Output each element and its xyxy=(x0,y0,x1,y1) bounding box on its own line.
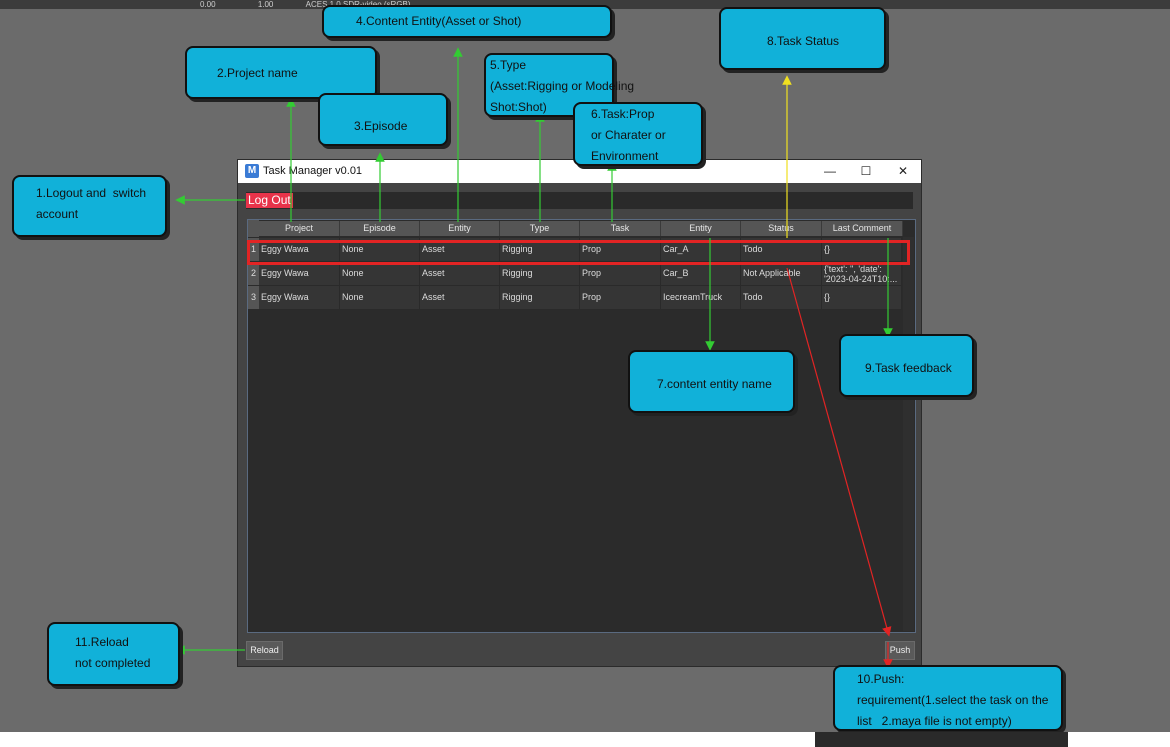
cell-entity-name[interactable]: IcecreamTruck xyxy=(661,286,741,309)
callout-reload: 11.Reload not completed xyxy=(47,622,180,686)
reload-button[interactable]: Reload xyxy=(246,641,283,660)
toolbar-value: 1.00 xyxy=(257,0,274,9)
cell-type[interactable]: Rigging xyxy=(500,238,580,261)
header-entity[interactable]: Entity xyxy=(420,221,500,236)
callout-entity-name: 7.content entity name xyxy=(628,350,795,413)
cell-last-comment[interactable]: {} xyxy=(822,238,902,261)
callout-task-text: 6.Task:Prop or Charater or Environment xyxy=(591,107,666,163)
arrow-push-a xyxy=(786,267,892,637)
callout-task-status-text: 8.Task Status xyxy=(767,34,840,48)
cell-entity[interactable]: Asset xyxy=(420,262,500,285)
header-last-comment[interactable]: Last Comment xyxy=(822,221,903,236)
header-task[interactable]: Task xyxy=(580,221,661,236)
cell-last-comment[interactable]: {'text': '', 'date': '2023-04-24T10:... xyxy=(822,262,902,285)
cell-task[interactable]: Prop xyxy=(580,286,661,309)
task-table[interactable]: Project Episode Entity Type Task Entity … xyxy=(247,219,916,633)
cell-project[interactable]: Eggy Wawa xyxy=(259,238,340,261)
color-space-label: ACES 1.0 SDR-video (sRGB) xyxy=(305,0,411,9)
cell-episode[interactable]: None xyxy=(340,238,420,261)
cell-type[interactable]: Rigging xyxy=(500,262,580,285)
callout-reload-text: 11.Reload not completed xyxy=(75,635,151,670)
window-title: Task Manager v0.01 xyxy=(263,165,363,177)
cell-status[interactable]: Todo xyxy=(741,286,822,309)
push-button[interactable]: Push xyxy=(885,641,915,660)
callout-logout-text: 1.Logout and switch account xyxy=(36,186,147,221)
toolbar-value: 0.00 xyxy=(200,0,216,9)
cell-task[interactable]: Prop xyxy=(580,238,661,261)
cell-episode[interactable]: None xyxy=(340,262,420,285)
header-type[interactable]: Type xyxy=(500,221,580,236)
callout-content-entity: 4.Content Entity(Asset or Shot) xyxy=(322,5,612,38)
cell-last-comment[interactable]: {} xyxy=(822,286,902,309)
minimize-button[interactable]: — xyxy=(824,164,836,178)
callout-content-entity-text: 4.Content Entity(Asset or Shot) xyxy=(356,14,522,28)
app-icon: M xyxy=(245,164,259,178)
row-number[interactable]: 2 xyxy=(248,262,259,285)
callout-episode: 3.Episode xyxy=(318,93,448,146)
cell-project[interactable]: Eggy Wawa xyxy=(259,262,340,285)
callout-task-status: 8.Task Status xyxy=(719,7,886,70)
title-bar[interactable]: M Task Manager v0.01 — ☐ ✕ xyxy=(238,160,921,183)
header-episode[interactable]: Episode xyxy=(340,221,420,236)
cell-project[interactable]: Eggy Wawa xyxy=(259,286,340,309)
cell-episode[interactable]: None xyxy=(340,286,420,309)
callout-entity-name-text: 7.content entity name xyxy=(657,377,772,391)
maximize-button[interactable]: ☐ xyxy=(860,164,872,178)
bottom-image-fragment xyxy=(815,732,1068,747)
header-entity-name[interactable]: Entity xyxy=(661,221,741,236)
row-number[interactable]: 1 xyxy=(248,238,259,261)
cell-status[interactable]: Todo xyxy=(741,238,822,261)
cell-entity[interactable]: Asset xyxy=(420,286,500,309)
callout-project-name: 2.Project name xyxy=(185,46,377,99)
cell-entity-name[interactable]: Car_B xyxy=(661,262,741,285)
header-project[interactable]: Project xyxy=(259,221,340,236)
selected-row-highlight xyxy=(247,240,910,265)
row-number[interactable]: 3 xyxy=(248,286,259,309)
cell-status[interactable]: Not Applicable xyxy=(741,262,822,285)
cell-task[interactable]: Prop xyxy=(580,262,661,285)
logout-button[interactable]: Log Out xyxy=(246,193,293,208)
page-bottom-strip xyxy=(0,732,815,747)
header-status[interactable]: Status xyxy=(741,221,822,236)
callout-episode-text: 3.Episode xyxy=(354,119,408,133)
callout-task: 6.Task:Prop or Charater or Environment xyxy=(573,102,703,166)
callout-task-feedback-text: 9.Task feedback xyxy=(865,361,952,375)
table-scrollbar[interactable] xyxy=(903,237,914,631)
callout-push: 10.Push: requirement(1.select the task o… xyxy=(833,665,1063,731)
table-row[interactable] xyxy=(259,262,902,286)
table-corner xyxy=(248,220,259,237)
callout-task-feedback: 9.Task feedback xyxy=(839,334,974,397)
callout-push-text: 10.Push: requirement(1.select the task o… xyxy=(857,672,1049,728)
logout-bar: Log Out xyxy=(246,192,913,209)
task-manager-window: M Task Manager v0.01 — ☐ ✕ Log Out Proje… xyxy=(238,160,921,666)
callout-logout: 1.Logout and switch account xyxy=(12,175,167,237)
page-bottom-strip xyxy=(1068,732,1170,747)
cell-entity[interactable]: Asset xyxy=(420,238,500,261)
host-app-toolbar: 0.00 1.00 ACES 1.0 SDR-video (sRGB) xyxy=(0,0,1170,9)
close-button[interactable]: ✕ xyxy=(897,164,909,178)
callout-project-name-text: 2.Project name xyxy=(217,66,298,80)
callout-type-text: 5.Type (Asset:Rigging or Modeling Shot:S… xyxy=(490,58,635,114)
cell-entity-name[interactable]: Car_A xyxy=(661,238,741,261)
cell-type[interactable]: Rigging xyxy=(500,286,580,309)
